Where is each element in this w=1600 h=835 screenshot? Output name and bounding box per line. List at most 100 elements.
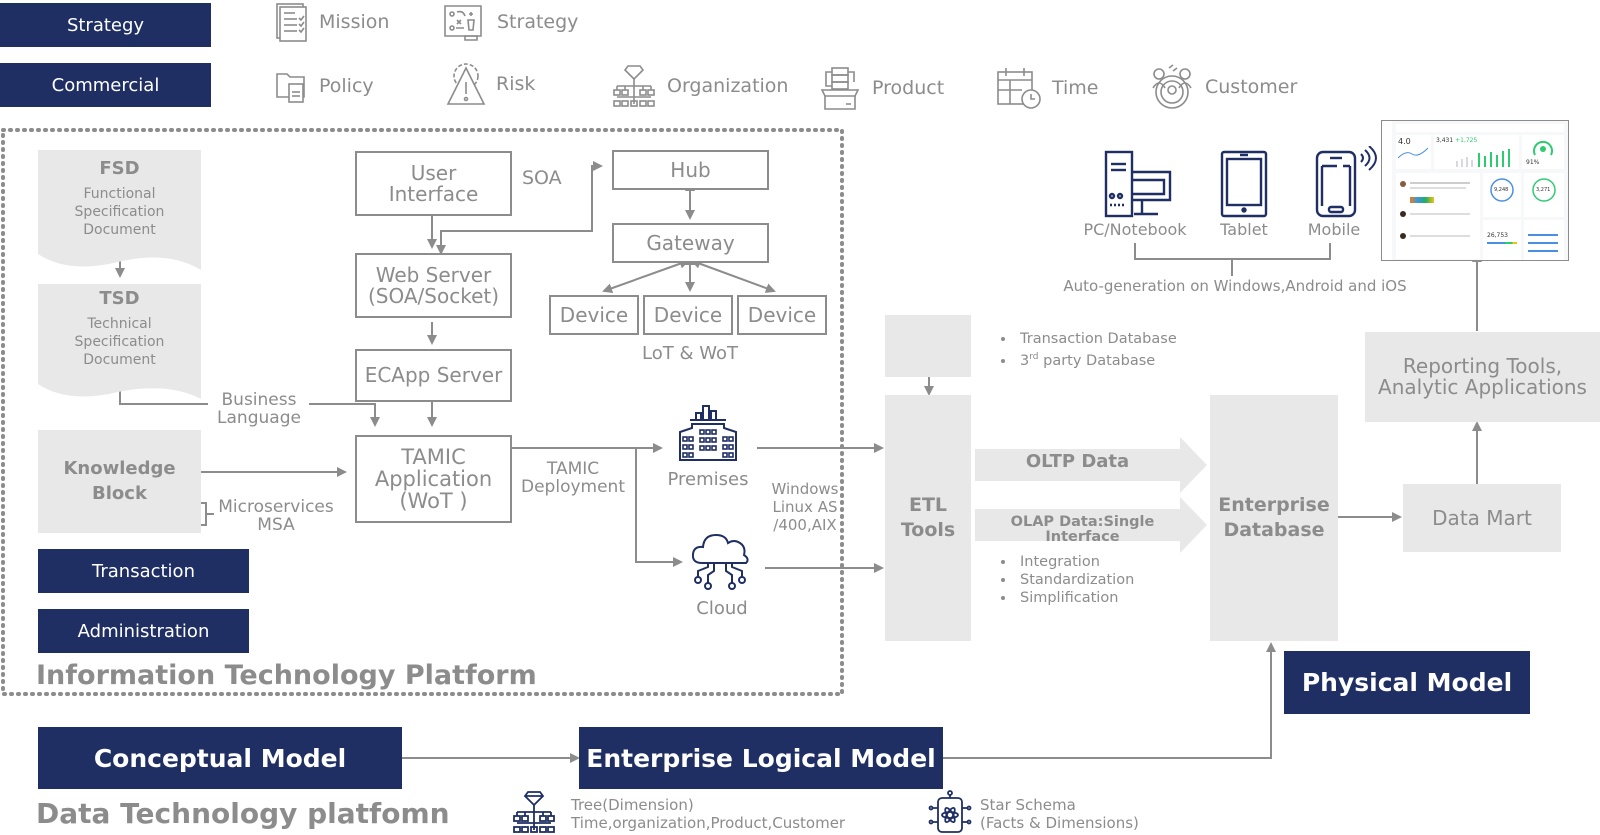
document-shape-icon (38, 284, 201, 399)
gauge-percent: 91% (1526, 159, 1540, 166)
web-server-box: Web Server (SOA/Socket) (355, 253, 512, 318)
tsd-document: TSD Technical Specification Document (38, 284, 201, 404)
data-platform-title: Data Technology platfomn (36, 797, 450, 830)
customer-label: Customer (1205, 76, 1298, 98)
tree-dimension-text: Tree(Dimension) Time,organization,Produc… (571, 796, 845, 832)
user-interface-box: User Interface (355, 151, 512, 216)
business-language-label: Business Language (217, 390, 301, 428)
benefit-item: Standardization (1016, 571, 1134, 589)
rating-value: 4.0 (1398, 137, 1411, 146)
dashboard-rating-card: 4.0 (1396, 135, 1431, 169)
top-icon-product: Product (818, 66, 944, 110)
strategy-icon-label: Strategy (497, 11, 579, 33)
device-box: Device (643, 295, 733, 335)
organization-label: Organization (667, 75, 789, 97)
auto-generation-label: Auto-generation on Windows,Android and i… (1063, 277, 1407, 295)
benefits-list: Integration Standardization Simplificati… (996, 553, 1134, 607)
customer-target-icon (1152, 64, 1192, 109)
os-list-label: Windows Linux AS /400,AIX (771, 480, 839, 534)
visitors-bars (1456, 149, 1510, 167)
top-icon-strategy: Strategy (443, 2, 578, 42)
mobile-icon (1315, 146, 1377, 218)
device-box: Device (549, 295, 639, 335)
mission-label: Mission (319, 11, 390, 33)
star-line-1: Star Schema (980, 796, 1076, 814)
stat-b-value: 3,271 (1536, 187, 1551, 193)
transaction-button[interactable]: Transaction (38, 549, 249, 593)
stat-a-value: 9,248 (1494, 187, 1509, 193)
top-icon-organization: Organization (611, 64, 788, 108)
fsd-title: FSD (99, 158, 140, 179)
hub-box: Hub (612, 150, 769, 190)
fsd-document: FSD Functional Specification Document (38, 150, 201, 270)
gauge-chart (1533, 140, 1553, 156)
star-schema-icon (928, 790, 972, 833)
calendar-clock-icon (997, 68, 1041, 109)
benefit-item: Simplification (1016, 589, 1134, 607)
dashboard-gauge-card: 91% (1522, 135, 1564, 169)
visitors-delta: +1,725 (1455, 137, 1478, 144)
ring-chart-a (1490, 178, 1514, 202)
dashboard-visitors-card: 3,431 +1,725 (1434, 135, 1519, 169)
tree-line-2: Time,organization,Product,Customer (571, 814, 846, 832)
tamic-deployment-label: TAMIC Deployment (521, 459, 625, 497)
tablet-icon (1220, 150, 1268, 218)
ecapp-server-box: ECApp Server (355, 349, 512, 402)
etl-tools-box: ETL Tools (885, 395, 971, 641)
top-icon-customer: Customer (1149, 64, 1297, 110)
cloud-network-icon (691, 533, 749, 590)
physical-model-button[interactable]: Physical Model (1284, 651, 1530, 714)
conceptual-model-button[interactable]: Conceptual Model (38, 727, 402, 789)
dashboard-list-card (1524, 220, 1564, 260)
ring-chart-b (1532, 178, 1556, 202)
dashboard-topbar (1396, 124, 1564, 132)
dashboard-stat-c-card: 26,753 (1483, 220, 1521, 260)
top-icon-policy: Policy (275, 68, 374, 104)
tsd-title: TSD (99, 288, 140, 309)
org-tree-icon (613, 65, 655, 107)
checklist-icon (276, 3, 307, 42)
gateway-box: Gateway (612, 223, 769, 263)
source-item: Transaction Database (1016, 330, 1177, 348)
commercial-tag: Commercial (0, 63, 211, 107)
tree-dimension-icon (513, 791, 555, 833)
dashboard-stat-a-card: 9,248 (1483, 173, 1521, 217)
fsd-desc: Functional Specification Document (74, 185, 165, 238)
visitors-value: 3,431 (1436, 137, 1454, 144)
mobile-label: Mobile (1307, 220, 1361, 239)
product-box-icon (820, 67, 860, 110)
lot-wot-label: LoT & WoT (642, 343, 738, 364)
top-icon-mission: Mission (275, 2, 389, 42)
pc-notebook-label: PC/Notebook (1083, 220, 1187, 239)
policy-label: Policy (319, 75, 374, 97)
dashboard-sidebar (1382, 121, 1392, 260)
star-line-2: (Facts & Dimensions) (980, 814, 1139, 832)
dashboard-preview: 4.0 3,431 +1,725 91% 9,248 3,271 26,753 (1381, 120, 1569, 261)
premises-building-icon (679, 405, 737, 461)
olap-arrow-shape (975, 497, 1207, 553)
top-icon-time: Time (996, 66, 1099, 110)
strategy-tag: Strategy (0, 3, 211, 47)
knowledge-block: Knowledge Block (38, 430, 201, 533)
tamic-application-box: TAMIC Application (WoT ) (355, 435, 512, 523)
tsd-desc: Technical Specification Document (74, 315, 165, 368)
risk-label: Risk (496, 73, 536, 95)
data-source-box (885, 315, 971, 377)
chess-strategy-icon (444, 5, 482, 41)
document-shape-icon (38, 150, 201, 270)
reporting-tools-box: Reporting Tools, Analytic Applications (1365, 332, 1600, 422)
time-label: Time (1052, 77, 1099, 99)
administration-button[interactable]: Administration (38, 609, 249, 653)
rating-sparkline (1397, 147, 1429, 159)
star-schema-text: Star Schema (Facts & Dimensions) (980, 796, 1139, 832)
top-icon-risk: Risk (446, 60, 535, 108)
source-item: 3rd party Database (1016, 348, 1177, 370)
pc-notebook-icon (1104, 150, 1172, 218)
tablet-label: Tablet (1220, 220, 1268, 239)
tree-line-1: Tree(Dimension) (571, 796, 694, 814)
cloud-label: Cloud (696, 598, 748, 619)
enterprise-logical-model-button[interactable]: Enterprise Logical Model (579, 727, 943, 789)
it-platform-title: Information Technology Platform (36, 660, 537, 691)
oltp-label: OLTP Data (1025, 451, 1130, 472)
folder-documents-icon (276, 73, 305, 103)
